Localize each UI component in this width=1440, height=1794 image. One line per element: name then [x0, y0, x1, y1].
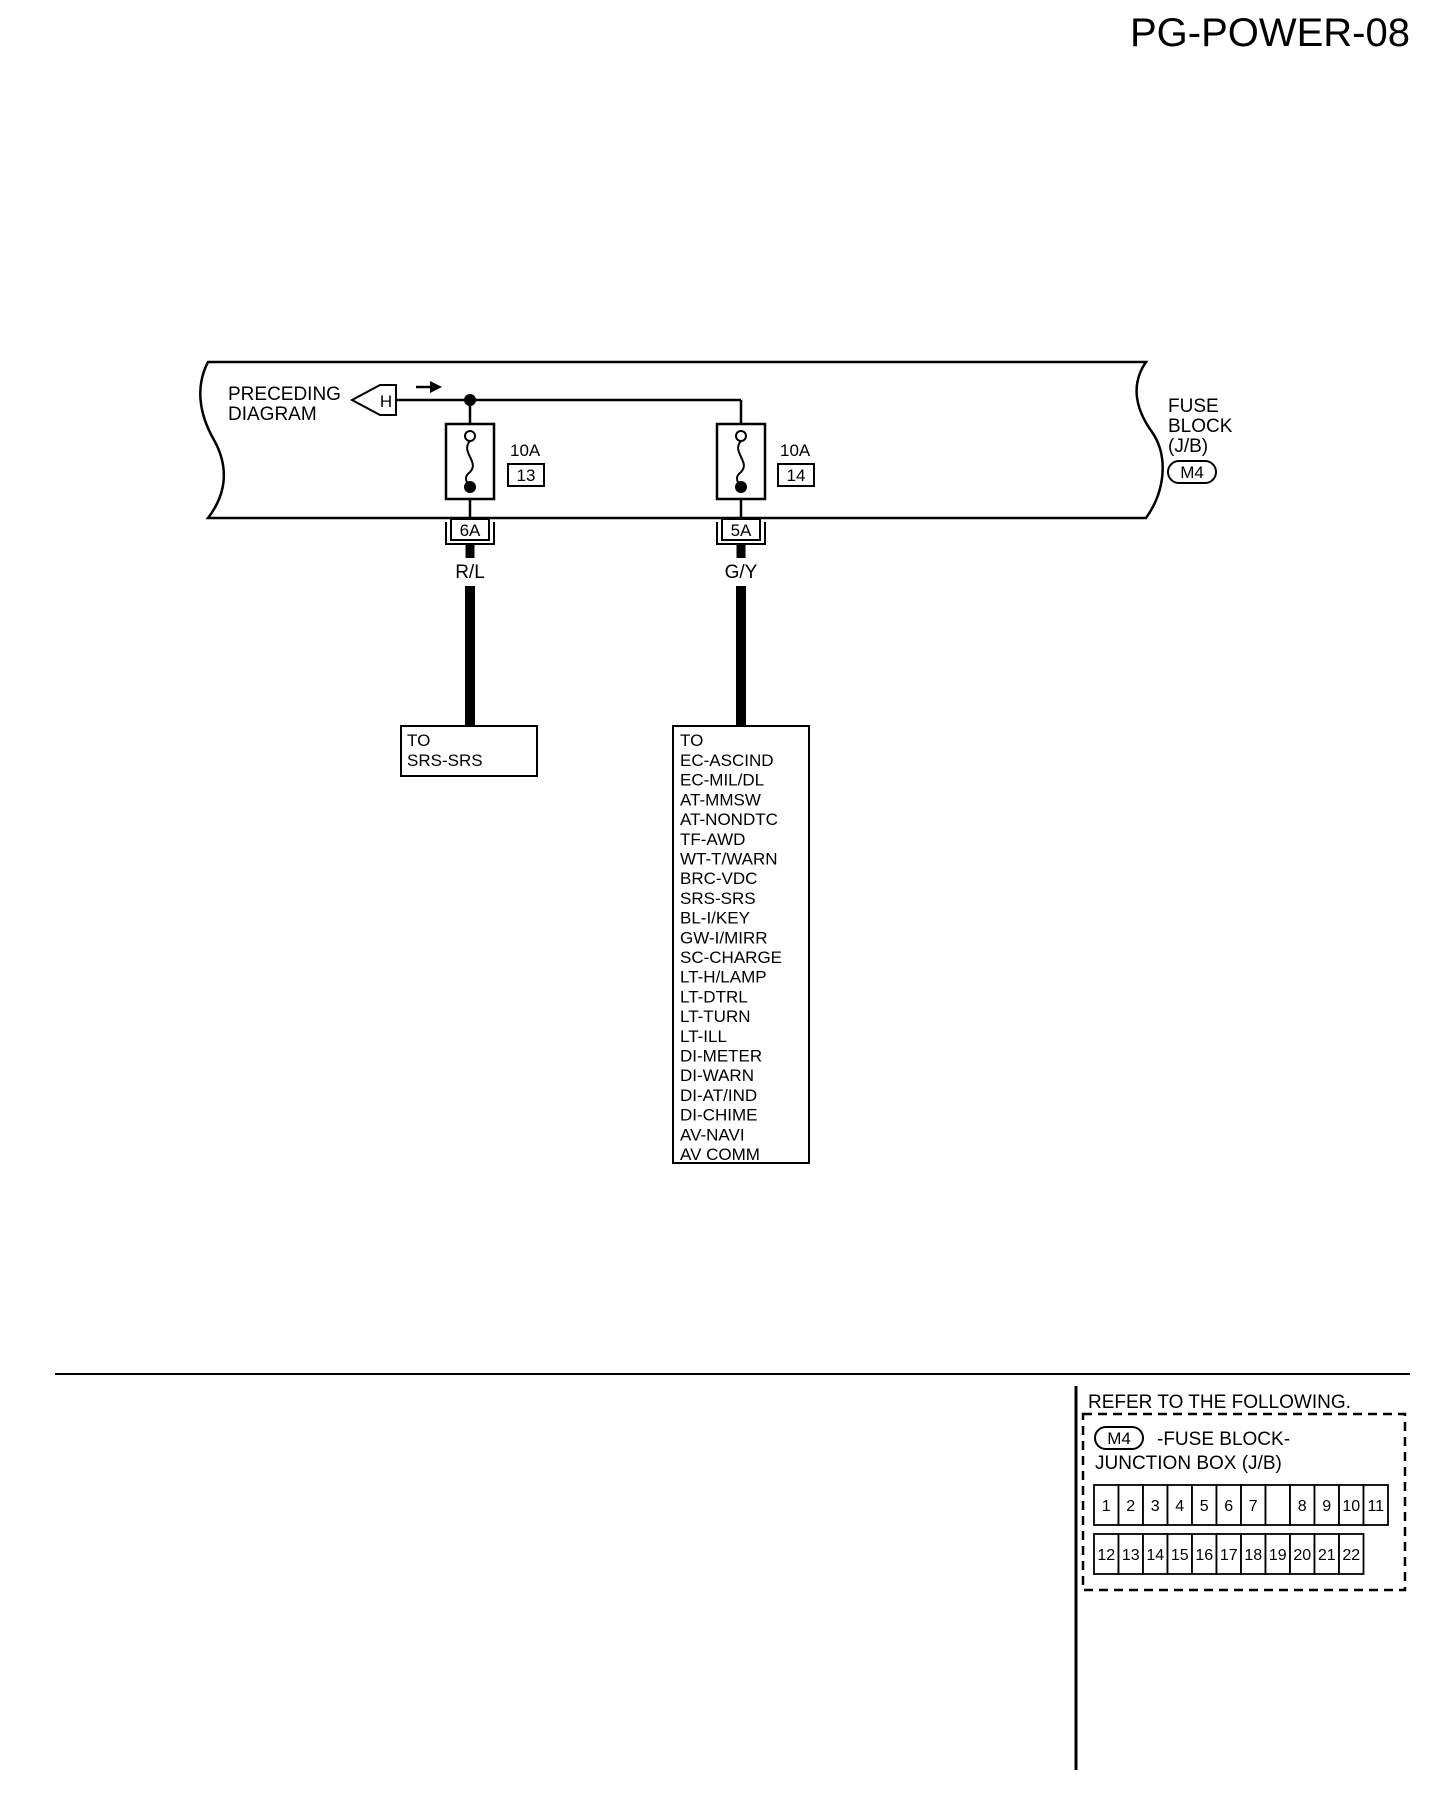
- destination-list: EC-ASCINDEC-MIL/DLAT-MMSWAT-NONDTCTF-AWD…: [680, 751, 782, 1164]
- connector-pin: [1240, 1533, 1267, 1575]
- destination-srs-header: TO: [407, 731, 430, 750]
- connector-pin-number: 10: [1342, 1498, 1360, 1515]
- terminal-6a-label: 6A: [460, 521, 481, 540]
- connector-pin-number: 21: [1318, 1547, 1336, 1564]
- fuse-14-rating: 10A: [780, 441, 811, 460]
- connector-pin: [1362, 1484, 1389, 1526]
- preceding-label-line2: DIAGRAM: [228, 404, 317, 425]
- connector-pin-number: 11: [1367, 1498, 1384, 1515]
- connector-pin: [1142, 1533, 1169, 1575]
- connector-pin-number: 13: [1122, 1547, 1140, 1564]
- connector-pin-number: 14: [1146, 1547, 1164, 1564]
- fuse-block-connector-badge[interactable]: M4: [1167, 460, 1217, 484]
- fuse-13-number: 13: [517, 466, 536, 485]
- fuse-13[interactable]: [444, 405, 496, 524]
- reference-desc-line1: -FUSE BLOCK-: [1157, 1429, 1290, 1450]
- bus-junction-dot: [464, 394, 476, 406]
- connector-pin-number: 2: [1126, 1498, 1135, 1515]
- connector-pin-number: 3: [1151, 1498, 1160, 1515]
- connector-pin-number: 22: [1342, 1547, 1360, 1564]
- destination-srs-item: SRS-SRS: [407, 751, 483, 770]
- reference-dashed-frame: [1081, 1412, 1407, 1592]
- reference-header: REFER TO THE FOLLOWING.: [1088, 1392, 1351, 1413]
- destination-item: AT-NONDTC: [680, 810, 778, 829]
- connector-pin: [1093, 1484, 1120, 1526]
- fuse-block-label-line1: FUSE: [1168, 396, 1219, 417]
- fuse-block-label-line2: BLOCK: [1168, 416, 1233, 437]
- wire-color-rl: R/L: [455, 562, 485, 583]
- destination-item: DI-CHIME: [680, 1106, 757, 1125]
- destination-box-srs[interactable]: TO SRS-SRS: [400, 725, 538, 777]
- destination-item: LT-DTRL: [680, 987, 748, 1006]
- preceding-label-line1: PRECEDING: [228, 384, 341, 405]
- connector-pin: [1289, 1484, 1316, 1526]
- connector-pin-number: 18: [1244, 1547, 1262, 1564]
- fuse-14[interactable]: [715, 422, 767, 524]
- destination-item: DI-METER: [680, 1047, 762, 1066]
- destination-item: SC-CHARGE: [680, 948, 782, 967]
- destination-multi-header: TO: [680, 731, 703, 750]
- fuse-13-number-box: [507, 463, 545, 487]
- connector-pin: [1338, 1533, 1365, 1575]
- fuse-block-outline: [199, 360, 1164, 520]
- destination-item: DI-AT/IND: [680, 1086, 757, 1105]
- destination-item: BL-I/KEY: [680, 909, 750, 928]
- destination-box-multi[interactable]: TO EC-ASCINDEC-MIL/DLAT-MMSWAT-NONDTCTF-…: [672, 725, 810, 1164]
- connector-pin: [1142, 1484, 1169, 1526]
- terminal-5a-label: 5A: [731, 521, 752, 540]
- connector-pin-number: 4: [1175, 1498, 1184, 1515]
- connector-pin: [1338, 1484, 1365, 1526]
- preceding-connector-letter: H: [380, 392, 392, 411]
- destination-item: AV COMM: [680, 1145, 760, 1164]
- destination-item: TF-AWD: [680, 830, 745, 849]
- reference-connector-badge[interactable]: M4: [1094, 1426, 1144, 1450]
- reference-connector-id: M4: [1107, 1429, 1131, 1448]
- connector-pin: [1166, 1484, 1193, 1526]
- destination-item: DI-WARN: [680, 1066, 754, 1085]
- reference-desc-line2: JUNCTION BOX (J/B): [1095, 1453, 1282, 1474]
- connector-pin-number: 15: [1171, 1547, 1189, 1564]
- connector-pin: [1215, 1533, 1242, 1575]
- fuse-14-number: 14: [787, 466, 806, 485]
- page-title: PG-POWER-08: [1130, 11, 1410, 55]
- connector-pin-number: 17: [1220, 1547, 1238, 1564]
- connector-pin-number: 9: [1322, 1498, 1331, 1515]
- fuse-13-rating: 10A: [510, 441, 541, 460]
- connector-pin: [1191, 1484, 1218, 1526]
- connector-pin: [1093, 1533, 1120, 1575]
- destination-item: AT-MMSW: [680, 790, 761, 809]
- connector-pin-number: 7: [1249, 1498, 1258, 1515]
- connector-pin-number: 1: [1102, 1498, 1111, 1515]
- connector-pin-number: 20: [1293, 1547, 1311, 1564]
- destination-item: EC-ASCIND: [680, 751, 774, 770]
- preceding-connector-flag[interactable]: H: [349, 384, 397, 416]
- destination-item: LT-TURN: [680, 1007, 751, 1026]
- destination-item: WT-T/WARN: [680, 850, 778, 869]
- destination-item: LT-ILL: [680, 1027, 727, 1046]
- connector-pin-number: 12: [1097, 1547, 1115, 1564]
- connector-pin-number: 19: [1269, 1547, 1287, 1564]
- connector-pin-blank: [1264, 1484, 1291, 1526]
- connector-pin-number: 8: [1298, 1498, 1307, 1515]
- fuse-14-number-box: [777, 463, 815, 487]
- destination-item: EC-MIL/DL: [680, 771, 764, 790]
- destination-item: AV-NAVI: [680, 1125, 745, 1144]
- connector-pin: [1289, 1533, 1316, 1575]
- destination-item: LT-H/LAMP: [680, 968, 767, 987]
- destination-item: SRS-SRS: [680, 889, 756, 908]
- fuse-block-label-line3: (J/B): [1168, 436, 1208, 457]
- terminal-6a[interactable]: 6A: [445, 518, 495, 545]
- connector-pin-number: 5: [1200, 1498, 1209, 1515]
- connector-pin-number: 6: [1224, 1498, 1233, 1515]
- fuse-block-connector-id: M4: [1180, 463, 1204, 482]
- wire-color-gy: G/Y: [725, 562, 758, 583]
- connector-pin-number: 16: [1195, 1547, 1213, 1564]
- destination-item: BRC-VDC: [680, 869, 757, 888]
- direction-arrow-icon: [416, 381, 442, 393]
- destination-item: GW-I/MIRR: [680, 928, 768, 947]
- terminal-5a[interactable]: 5A: [716, 518, 766, 545]
